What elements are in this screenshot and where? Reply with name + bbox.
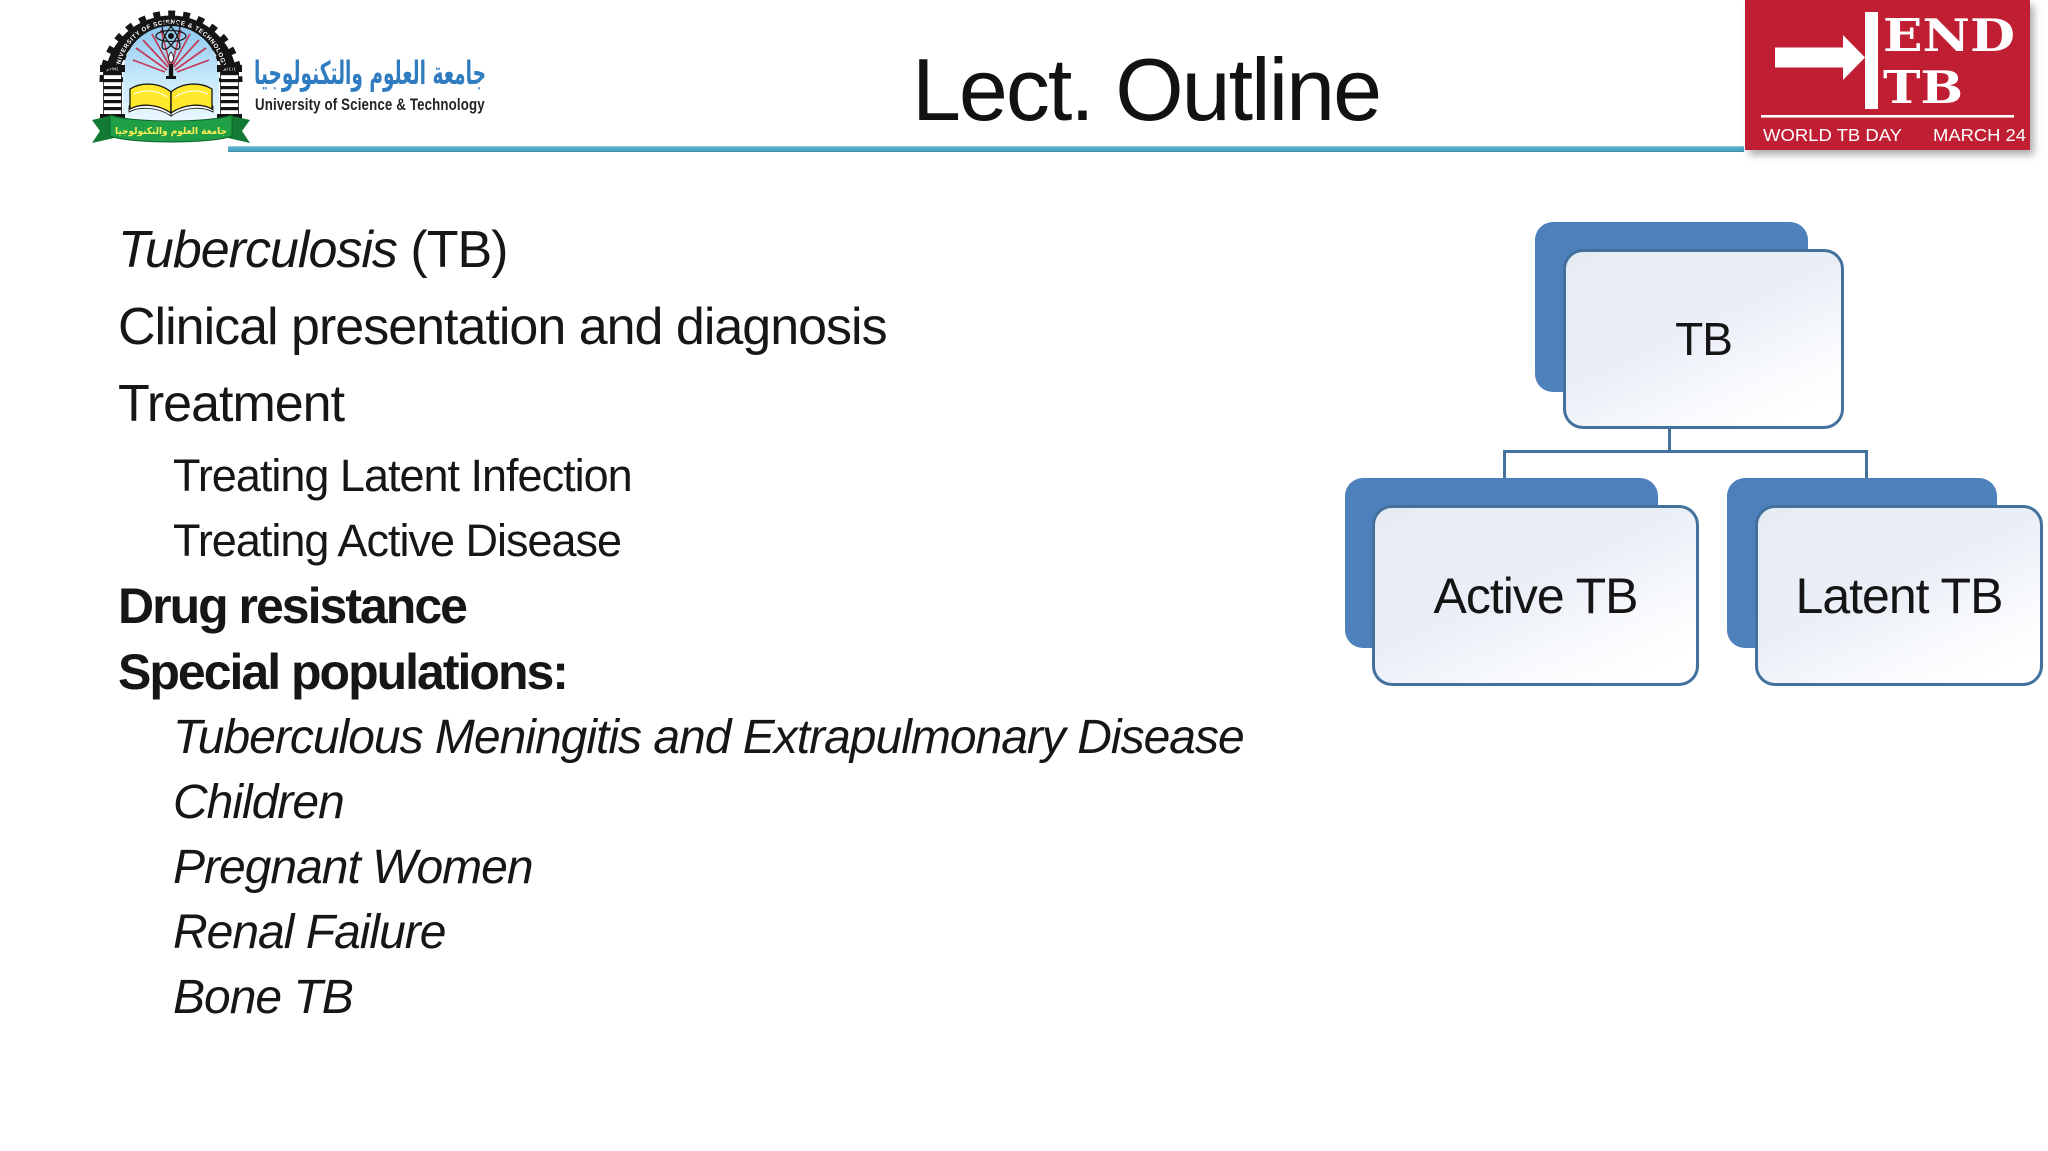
university-logo: UNIVERSITY OF SCIENCE & TECHNOLOGY ١٩٩٤م bbox=[92, 10, 250, 143]
outline-item: Treatment bbox=[118, 375, 345, 433]
outline-item-rest-part: (TB) bbox=[396, 221, 508, 279]
outline-item: Tuberculosis (TB) bbox=[118, 212, 1538, 289]
ribbon-banner: جامعة العلوم والتكنولوجيا bbox=[92, 114, 250, 143]
diagram-node-tb: TB bbox=[1535, 222, 1844, 429]
end-tb-badge: END TB WORLD TB DAY MARCH 24 bbox=[1745, 0, 2030, 150]
diagram-node-active-tb: Active TB bbox=[1345, 478, 1699, 686]
title-divider-line bbox=[228, 146, 1744, 152]
diagram-node-latent-tb: Latent TB bbox=[1727, 478, 2043, 686]
outline-item: Clinical presentation and diagnosis bbox=[118, 298, 888, 356]
outline-item: Treating Active Disease bbox=[173, 515, 622, 566]
torch-icon bbox=[166, 51, 176, 79]
end-tb-word1: END bbox=[1883, 9, 2015, 62]
outline-item: Tuberculous Meningitis and Extrapulmonar… bbox=[173, 711, 1245, 764]
connector-root-vertical bbox=[1668, 424, 1671, 452]
connector-right-drop bbox=[1865, 450, 1868, 479]
end-tb-word2: TB bbox=[1883, 61, 1963, 114]
gear-icon bbox=[99, 10, 243, 83]
node-label: Latent TB bbox=[1795, 567, 2004, 624]
university-arabic-name: جامعة العلوم والتكنولوجيا bbox=[254, 54, 486, 92]
node-box: Latent TB bbox=[1755, 505, 2043, 686]
outline-item: Bone TB bbox=[173, 971, 354, 1024]
right-column-icon: ١٤١٤هـ bbox=[217, 65, 242, 119]
end-tb-background bbox=[1745, 0, 2030, 150]
ribbon-arabic-text: جامعة العلوم والتكنولوجيا bbox=[115, 126, 227, 137]
outline-item: Children bbox=[173, 776, 345, 829]
atom-icon bbox=[155, 22, 187, 50]
outline-item: Renal Failure bbox=[173, 906, 446, 959]
outline-item: Pregnant Women bbox=[173, 841, 534, 894]
lecture-outline-list: Tuberculosis (TB) Clinical presentation … bbox=[118, 212, 1538, 1030]
svg-text:جامعة العلوم والتكنولوجيا: جامعة العلوم والتكنولوجيا bbox=[254, 54, 486, 92]
outline-item: Drug resistance bbox=[118, 578, 468, 634]
left-column-icon: ١٩٩٤م bbox=[100, 65, 125, 119]
march-24-label: MARCH 24 bbox=[1933, 125, 2026, 145]
node-box: TB bbox=[1563, 249, 1844, 429]
outline-item: Treating Latent Infection bbox=[173, 450, 633, 501]
node-label: Active TB bbox=[1433, 567, 1638, 624]
outline-item-italic-part: Tuberculosis bbox=[118, 221, 398, 279]
university-english-name: University of Science & Technology bbox=[255, 95, 485, 114]
connector-left-drop bbox=[1503, 450, 1506, 479]
end-tb-rule bbox=[1761, 115, 2014, 118]
page-title: Lect. Outline bbox=[911, 40, 1382, 139]
outline-item: Special populations: bbox=[118, 644, 569, 700]
connector-horizontal bbox=[1503, 450, 1867, 453]
node-label: TB bbox=[1675, 313, 1733, 365]
node-box: Active TB bbox=[1372, 505, 1699, 686]
world-tb-day-label: WORLD TB DAY bbox=[1763, 125, 1902, 145]
svg-text:١٩٩٤م: ١٩٩٤م bbox=[106, 68, 118, 73]
svg-text:١٤١٤هـ: ١٤١٤هـ bbox=[222, 68, 236, 73]
book-icon bbox=[128, 83, 214, 117]
arrow-end-icon bbox=[1775, 12, 1878, 109]
